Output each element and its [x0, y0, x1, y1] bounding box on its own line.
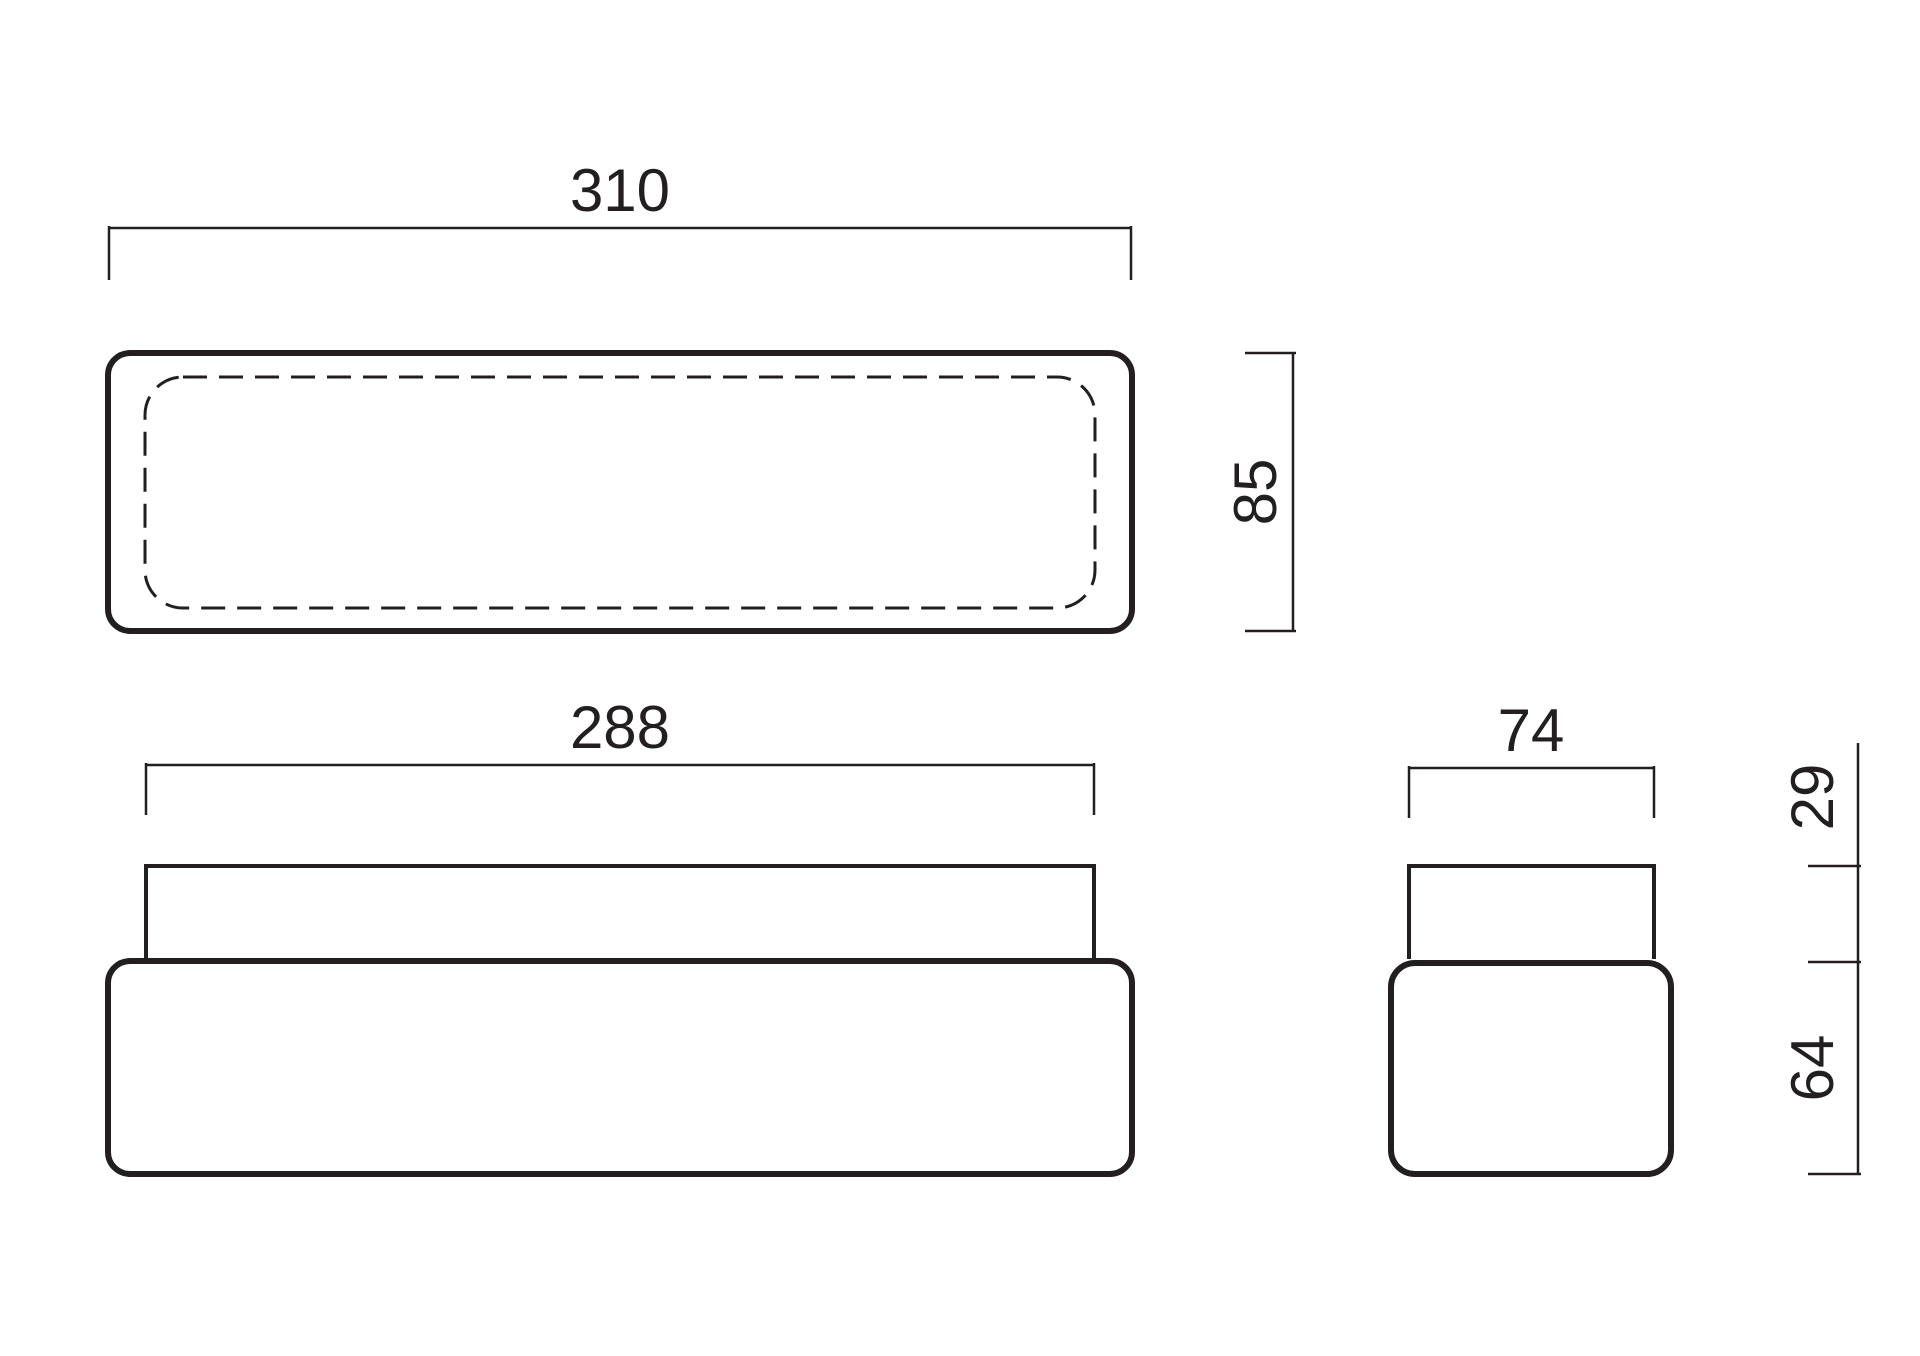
label-front-width: 288	[570, 694, 670, 761]
dimension-side-heights: 29 64	[1779, 743, 1861, 1176]
side-view: 74 29 64	[1388, 697, 1861, 1177]
front-view-lower-body	[105, 958, 1135, 1177]
label-top-depth: 85	[1222, 459, 1289, 526]
label-top-width: 310	[570, 157, 670, 224]
front-view: 288	[105, 694, 1135, 1177]
front-view-upper-part	[144, 864, 1096, 959]
top-view: 310 85	[105, 157, 1296, 634]
side-view-upper-part	[1407, 864, 1656, 959]
dimension-top-depth: 85	[1222, 351, 1296, 633]
label-side-width: 74	[1498, 697, 1565, 764]
dimension-front-width: 288	[144, 694, 1096, 815]
top-view-outline	[105, 350, 1135, 634]
dimension-side-width: 74	[1407, 697, 1656, 818]
label-height-upper: 29	[1779, 764, 1846, 831]
label-height-lower: 64	[1779, 1035, 1846, 1102]
side-view-lower-body	[1388, 960, 1674, 1177]
top-view-inner-contour	[143, 375, 1097, 610]
dimension-top-width: 310	[107, 157, 1133, 280]
